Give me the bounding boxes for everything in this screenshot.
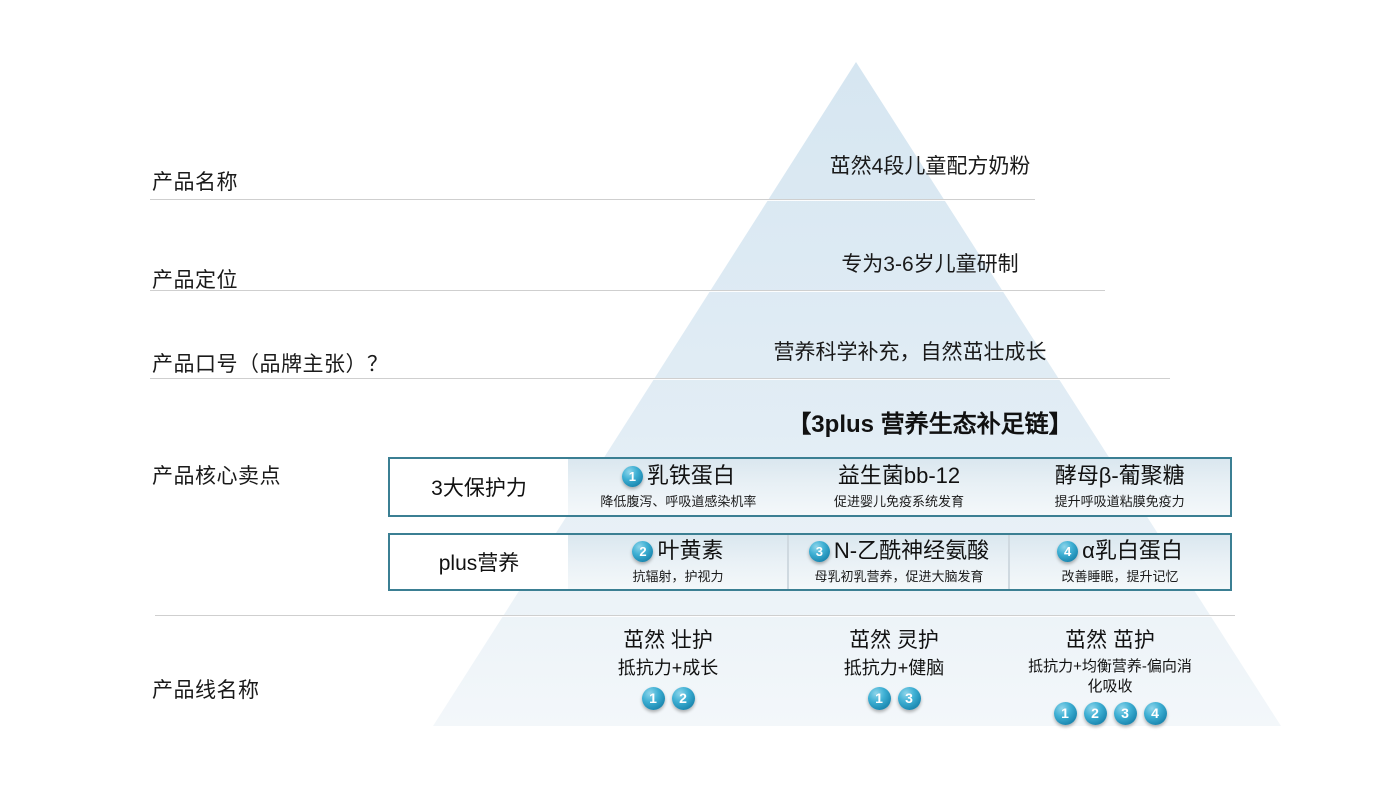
selling-point-name: 益生菌bb-12 — [837, 463, 961, 489]
selling-point-cell[interactable]: 4 α乳白蛋白 改善睡眠，提升记忆 — [1008, 535, 1230, 589]
divider-2 — [150, 290, 1105, 291]
row-label-product-slogan: 产品口号（品牌主张）？ — [152, 353, 389, 376]
number-badge-icon: 1 — [1053, 702, 1077, 726]
selling-point-name: 乳铁蛋白 — [646, 463, 735, 489]
number-badge-icon: 2 — [671, 686, 695, 710]
number-badge-icon: 1 — [867, 686, 891, 710]
divider-1 — [150, 199, 1035, 200]
row-label-product-lines: 产品线名称 — [152, 679, 260, 702]
product-line-name: 茁然 壮护 — [623, 629, 713, 652]
selling-point-cell[interactable]: 酵母β-葡聚糖 提升呼吸道粘膜免疫力 — [1009, 459, 1230, 515]
product-line-column[interactable]: 茁然 茁护 抵抗力+均衡营养-偏向消化吸收 1 2 3 4 — [995, 627, 1225, 726]
product-line-column[interactable]: 茁然 壮护 抵抗力+成长 1 2 — [553, 627, 783, 710]
selling-point-box-protection: 3大保护力 1 乳铁蛋白 降低腹泻、呼吸道感染机率 益生菌bb-12 促进婴儿免… — [388, 457, 1232, 517]
product-line-badges: 1 2 3 4 — [995, 702, 1225, 726]
selling-point-name: 叶黄素 — [657, 538, 724, 564]
selling-point-name: α乳白蛋白 — [1082, 538, 1183, 564]
selling-point-head: 1 乳铁蛋白 — [621, 463, 735, 489]
selling-point-box-plus-nutrition: plus营养 2 叶黄素 抗辐射，护视力 3 N-乙酰神经氨酸 母乳初乳营养，促… — [388, 533, 1232, 591]
value-product-positioning: 专为3-6岁儿童研制 — [841, 253, 1019, 276]
selling-point-desc: 提升呼吸道粘膜免疫力 — [1054, 493, 1185, 509]
product-line-badges: 1 3 — [779, 686, 1009, 710]
selling-point-cell[interactable]: 2 叶黄素 抗辐射，护视力 — [568, 535, 788, 589]
selling-point-desc: 降低腹泻、呼吸道感染机率 — [600, 493, 757, 509]
row-label-core-selling-points: 产品核心卖点 — [152, 465, 281, 488]
divider-3 — [150, 378, 1170, 379]
divider-4 — [155, 615, 1235, 616]
number-badge-icon: 3 — [808, 541, 830, 562]
selling-point-head: 4 α乳白蛋白 — [1057, 539, 1183, 563]
product-line-name: 茁然 灵护 — [849, 629, 939, 652]
selling-point-desc: 母乳初乳营养，促进大脑发育 — [814, 568, 984, 584]
selling-point-head: 益生菌bb-12 — [838, 464, 960, 488]
selling-point-name: N-乙酰神经氨酸 — [833, 538, 990, 564]
product-line-name: 茁然 茁护 — [1065, 629, 1155, 652]
selling-point-cell[interactable]: 益生菌bb-12 促进婴儿免疫系统发育 — [788, 459, 1010, 515]
number-badge-icon: 3 — [897, 686, 921, 710]
selling-point-name: 酵母β-葡聚糖 — [1054, 463, 1185, 489]
product-line-badges: 1 2 — [553, 686, 783, 710]
number-badge-icon: 4 — [1143, 702, 1167, 726]
product-line-column[interactable]: 茁然 灵护 抵抗力+健脑 1 3 — [779, 627, 1009, 710]
product-line-subtitle: 抵抗力+成长 — [617, 658, 719, 679]
selling-point-head: 3 N-乙酰神经氨酸 — [808, 538, 990, 564]
value-product-name: 茁然4段儿童配方奶粉 — [829, 155, 1031, 178]
selling-point-head: 酵母β-葡聚糖 — [1055, 464, 1185, 488]
selling-point-group-title: plus营养 — [390, 535, 568, 589]
selling-point-desc: 抗辐射，护视力 — [632, 568, 724, 584]
row-label-product-name: 产品名称 — [152, 171, 238, 194]
number-badge-icon: 2 — [632, 541, 654, 562]
number-badge-icon: 2 — [1083, 702, 1107, 726]
row-label-product-positioning: 产品定位 — [152, 269, 238, 292]
selling-point-items: 2 叶黄素 抗辐射，护视力 3 N-乙酰神经氨酸 母乳初乳营养，促进大脑发育 4… — [542, 535, 1230, 589]
selling-point-head: 2 叶黄素 — [632, 538, 724, 564]
selling-point-desc: 促进婴儿免疫系统发育 — [834, 493, 965, 509]
selling-point-cell[interactable]: 1 乳铁蛋白 降低腹泻、呼吸道感染机率 — [568, 459, 789, 515]
number-badge-icon: 4 — [1057, 541, 1079, 562]
selling-point-desc: 改善睡眠，提升记忆 — [1061, 568, 1179, 584]
selling-point-group-title: 3大保护力 — [390, 459, 568, 515]
plus-chain-heading: 【3plus 营养生态补足链】 — [787, 411, 1073, 438]
value-product-slogan: 营养科学补充，自然茁壮成长 — [773, 341, 1047, 364]
selling-point-cell[interactable]: 3 N-乙酰神经氨酸 母乳初乳营养，促进大脑发育 — [787, 535, 1009, 589]
product-line-subtitle: 抵抗力+均衡营养-偏向消化吸收 — [1028, 658, 1192, 695]
number-badge-icon: 1 — [641, 686, 665, 710]
selling-point-items: 1 乳铁蛋白 降低腹泻、呼吸道感染机率 益生菌bb-12 促进婴儿免疫系统发育 … — [542, 459, 1230, 515]
number-badge-icon: 3 — [1113, 702, 1137, 726]
number-badge-icon: 1 — [621, 466, 643, 487]
product-line-subtitle: 抵抗力+健脑 — [843, 658, 945, 679]
